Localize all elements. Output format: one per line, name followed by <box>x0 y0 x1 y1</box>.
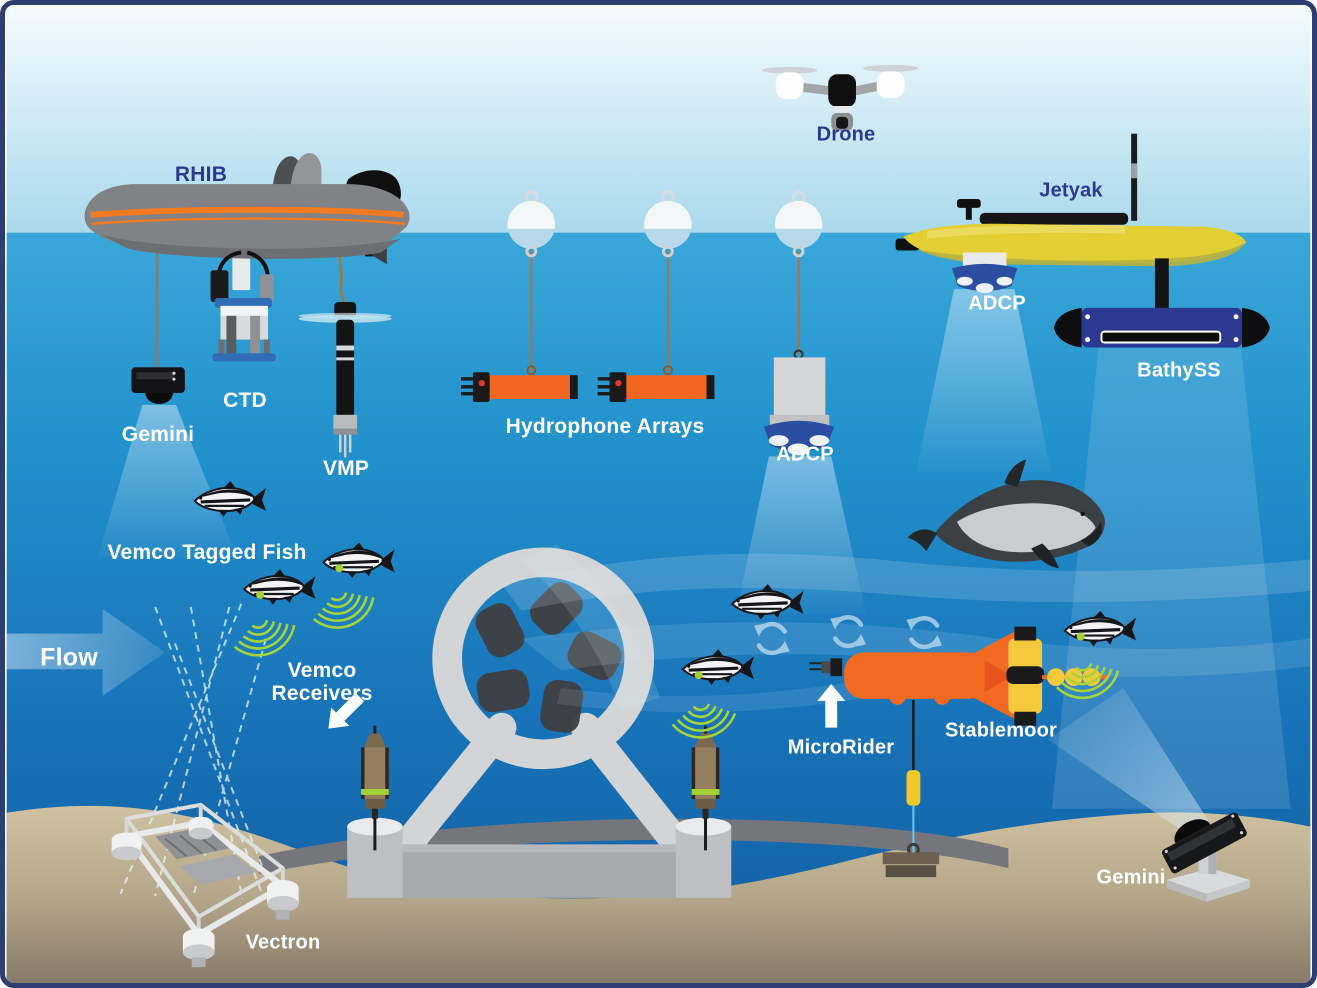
gemini-seabed-beam <box>1048 688 1209 833</box>
bathyss-icon <box>1053 258 1270 348</box>
acoustic-tag <box>256 591 265 599</box>
anchor-icon <box>882 842 940 878</box>
adcp-buoy-icon <box>763 349 835 456</box>
turbine-wake <box>501 544 1311 713</box>
bathyss-beam <box>1051 348 1291 809</box>
gemini-seabed-sonar-icon <box>1161 812 1250 902</box>
vectron-icon <box>111 802 299 968</box>
adcp-jetyak-beam <box>916 289 1051 473</box>
porpoise-icon <box>907 459 1105 569</box>
gemini-surface-sonar-icon <box>131 367 185 404</box>
vemco-receivers-pointer-arrow <box>328 692 365 729</box>
adcp-buoy-beam <box>736 456 866 614</box>
stablemoor-icon <box>844 626 1108 878</box>
ctd-icon <box>210 250 276 362</box>
tidal-turbine-icon <box>347 547 732 898</box>
vmp-icon <box>298 301 392 458</box>
scene-art <box>6 5 1311 983</box>
adcp-jetyak-icon <box>951 252 1018 294</box>
acoustic-tag <box>335 564 344 573</box>
microrider-pointer-arrow <box>817 684 846 728</box>
flow-arrow <box>6 608 166 696</box>
seabed-ridge <box>259 818 1009 875</box>
microrider-icon <box>809 658 843 677</box>
gemini-surface-beam <box>97 404 238 558</box>
acoustic-tag <box>1076 632 1085 641</box>
mooring-float <box>906 770 921 806</box>
drone-icon <box>761 64 919 131</box>
acoustic-tag <box>694 671 703 680</box>
